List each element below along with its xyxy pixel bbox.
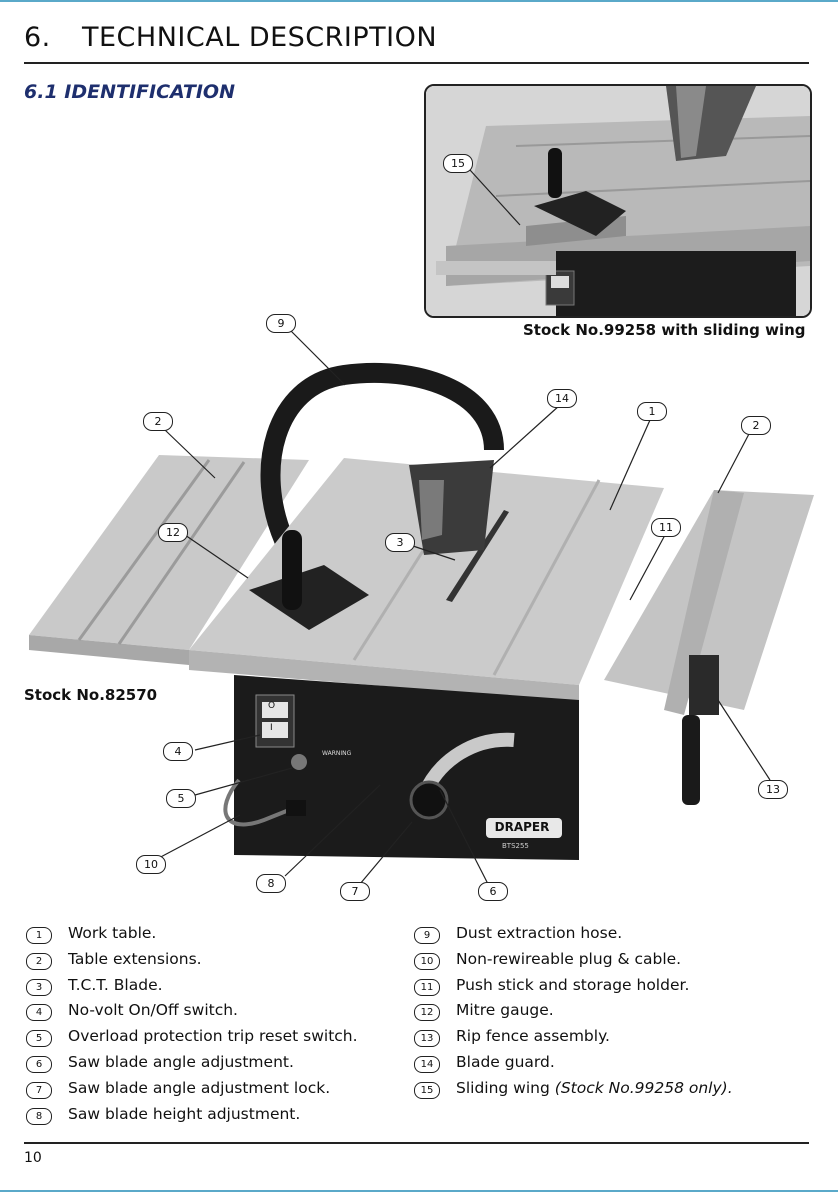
legend-number: 12 [414,1004,440,1022]
callout-14: 14 [547,389,577,408]
callout-6: 6 [478,882,508,901]
legend-text: Push stick and storage holder. [456,975,690,994]
legend-number: 10 [414,952,440,970]
callout-3: 3 [385,533,415,552]
callout-2-left: 2 [143,412,173,431]
brand-plate: DRAPER [494,820,550,834]
table-saw-photo: DRAPER BTS255 WARNING O I [24,330,814,890]
legend-text: Work table. [68,924,157,942]
legend-text: Table extensions. [68,949,202,968]
callout-5: 5 [166,789,196,808]
legend-text: Blade guard. [456,1052,555,1071]
top-edge-line [0,0,838,2]
legend-text: Sliding wing (Stock No.99258 only). [456,1079,733,1097]
callout-12: 12 [158,523,188,542]
callout-4: 4 [163,742,193,761]
legend-text: No-volt On/Off switch. [68,1001,238,1020]
footer-rule [24,1142,809,1144]
section-heading: 6. TECHNICAL DESCRIPTION [24,22,437,53]
legend-text-note: (Stock No.99258 only). [554,1078,733,1097]
callout-7: 7 [340,882,370,901]
legend-text: Saw blade angle adjustment lock. [68,1078,331,1097]
legend-text: Saw blade angle adjustment. [68,1052,294,1071]
callout-1: 1 [637,402,667,421]
main-photo-caption: Stock No.82570 [24,686,158,704]
callout-11: 11 [651,518,681,537]
legend-number: 15 [414,1081,440,1099]
page-number: 10 [24,1150,42,1166]
callout-8: 8 [256,874,286,893]
legend-number: 13 [414,1030,440,1048]
sliding-wing-caption: Stock No.99258 with sliding wing [523,321,806,339]
legend-text: Overload protection trip reset switch. [68,1027,358,1046]
legend-text: Dust extraction hose. [456,924,623,942]
switch-on-label: I [270,723,273,733]
legend-number: 6 [26,1055,52,1073]
callout-13: 13 [758,780,788,799]
legend-number: 5 [26,1030,52,1048]
legend-number: 8 [26,1107,52,1125]
legend-number: 2 [26,952,52,970]
bottom-edge-line [0,1190,838,1192]
table-saw-illustration [29,362,814,860]
legend-text: T.C.T. Blade. [68,975,163,994]
warning-label: WARNING [322,750,352,757]
legend-number: 9 [414,927,440,944]
sliding-wing-photo [424,84,812,318]
callout-9: 9 [266,314,296,333]
callout-2-right: 2 [741,416,771,435]
subsection-title: 6.1 IDENTIFICATION [24,81,235,103]
legend-number: 14 [414,1055,440,1073]
legend-text: Mitre gauge. [456,1001,554,1020]
legend-text: Rip fence assembly. [456,1027,610,1046]
legend-text: Saw blade height adjustment. [68,1104,301,1123]
sliding-wing-illustration [426,86,810,316]
legend-text: Non-rewireable plug & cable. [456,949,682,968]
legend-number: 7 [26,1081,52,1099]
legend-number: 3 [26,978,52,996]
legend-number: 1 [26,927,52,944]
legend-number: 11 [414,978,440,996]
legend-text-main: Sliding wing [456,1078,555,1097]
legend-number: 4 [26,1004,52,1022]
model-plate: BTS255 [502,842,529,850]
callout-15: 15 [443,154,473,173]
switch-off-label: O [268,701,276,711]
heading-rule [24,62,809,64]
section-number: 6. [24,22,51,53]
callout-10: 10 [136,855,166,874]
section-title: TECHNICAL DESCRIPTION [82,22,438,53]
